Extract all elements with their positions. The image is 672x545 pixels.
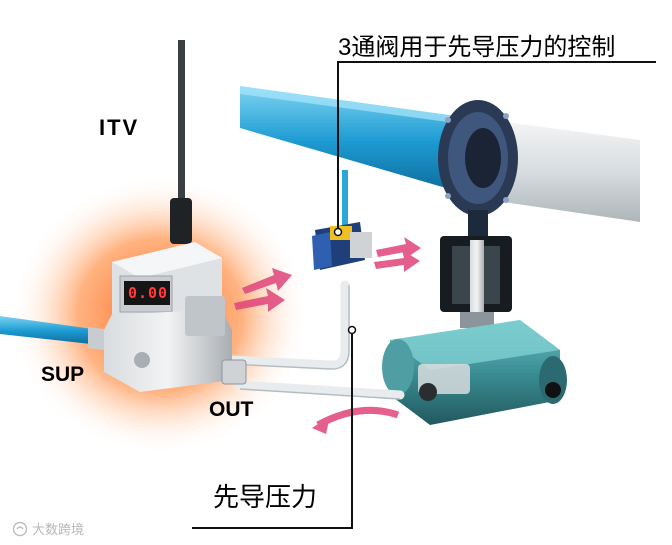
- three-way-valve: [312, 170, 372, 270]
- pilot-pressure-label: 先导压力: [213, 484, 317, 510]
- leader-dot-top: [335, 229, 342, 236]
- valve-yoke: [440, 236, 512, 328]
- three-way-valve-label: 3通阀用于先导压力的控制: [338, 36, 615, 60]
- watermark-text: 大数跨境: [32, 519, 84, 538]
- itv-display-reading: 0.00: [127, 283, 169, 303]
- out-label: OUT: [209, 399, 253, 420]
- leader-dot-bottom: [349, 327, 356, 334]
- watermark-logo-icon: [12, 521, 28, 537]
- process-pipe: [240, 86, 640, 240]
- sup-label: SUP: [41, 364, 84, 385]
- watermark: 大数跨境: [12, 519, 84, 538]
- itv-label: ITV: [99, 117, 139, 139]
- rotary-actuator: [382, 320, 567, 425]
